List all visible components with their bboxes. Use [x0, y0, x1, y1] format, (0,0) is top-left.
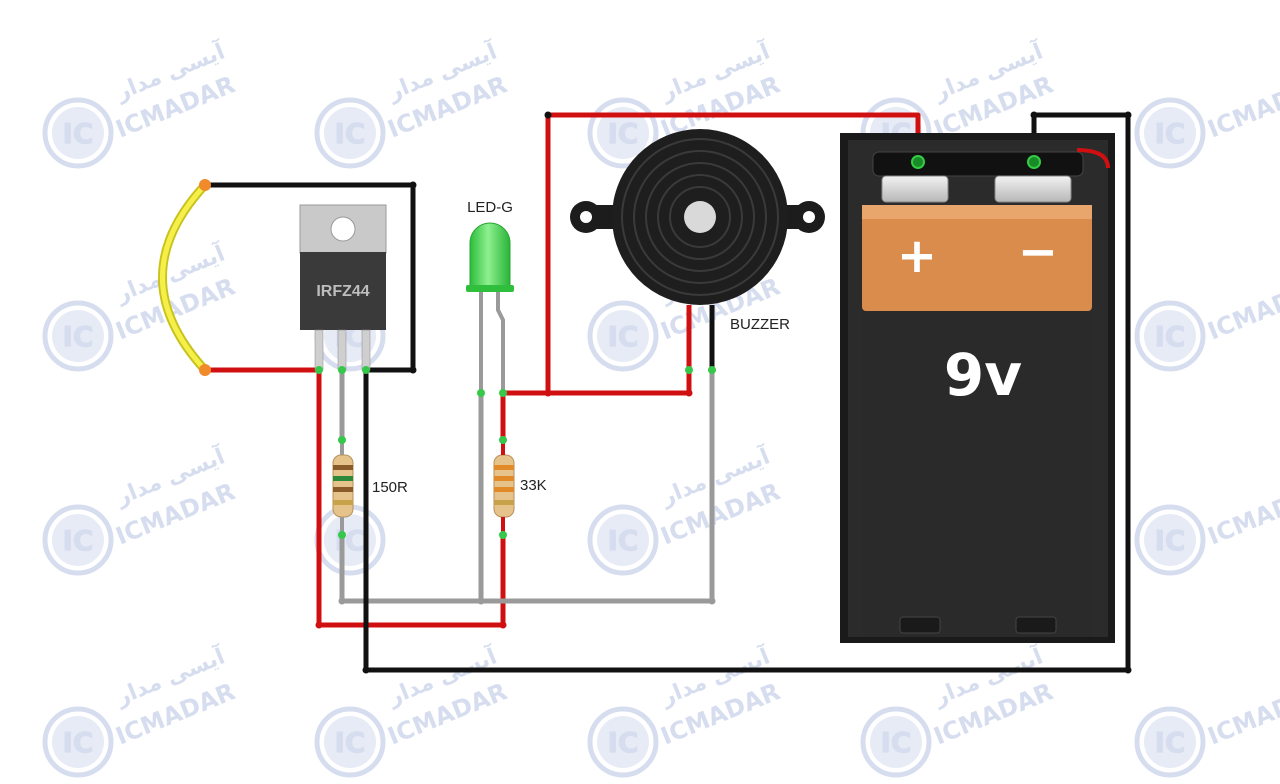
- resistor-1-label: 150R: [372, 479, 408, 496]
- probe-end-bottom: [199, 364, 211, 376]
- mosfet-irfz44: IRFZ44: [299, 204, 387, 371]
- wire-gray-resistor1-bottom: [339, 367, 715, 604]
- resistor-2-label: 33K: [520, 477, 547, 494]
- probe-end-top: [199, 179, 211, 191]
- battery-voltage-label: 9v: [944, 341, 1022, 409]
- led-label: LED-G: [467, 199, 513, 216]
- led-green: LED-G: [466, 199, 514, 393]
- wire-red-gate-loop: [316, 367, 506, 628]
- watermark-brand-en: ICMADAR: [1204, 477, 1280, 550]
- battery-minus-sign: −: [1018, 224, 1058, 280]
- junctions: [315, 111, 1132, 674]
- mosfet-label: IRFZ44: [316, 283, 369, 300]
- wire-black-probe-top: [202, 182, 416, 373]
- battery-negative-terminal: [1027, 155, 1041, 169]
- battery-positive-terminal: [911, 155, 925, 169]
- wire-yellow-probe-highlight: [160, 183, 207, 372]
- wire-red-positive-rail: [500, 367, 692, 443]
- battery-plus-sign: +: [897, 228, 937, 284]
- resistor-33k: 33K: [493, 440, 547, 535]
- battery-9v: + − 9v: [840, 133, 1115, 643]
- buzzer-label: BUZZER: [730, 316, 790, 333]
- watermark-brand-en: ICMADAR: [1204, 272, 1280, 345]
- buzzer: BUZZER: [570, 129, 825, 370]
- watermark-brand-en: ICMADAR: [1204, 677, 1280, 750]
- watermark-brand-en: ICMADAR: [1204, 70, 1280, 143]
- watermark-row-4: [45, 709, 1203, 775]
- wire-black-ground: [363, 112, 1131, 673]
- resistor-150r: 150R: [332, 440, 408, 535]
